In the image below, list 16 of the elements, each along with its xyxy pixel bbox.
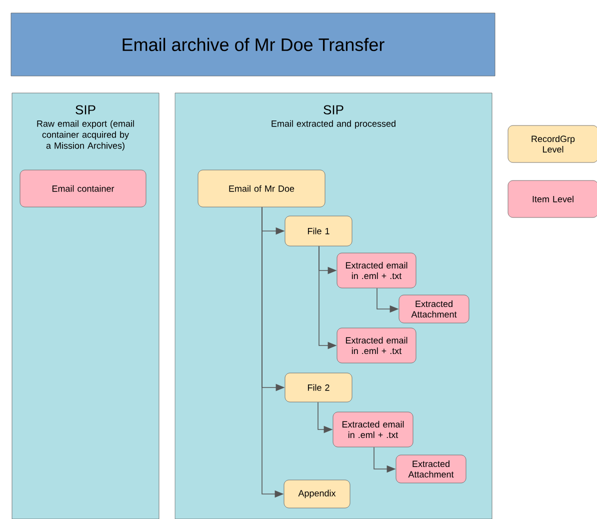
process-box: Extracted Attachment [396, 454, 466, 484]
title-banner: Email archive of Mr Doe Transfer [10, 12, 496, 76]
panel-heading: SIP [76, 105, 96, 114]
process-box: Extracted Attachment [398, 294, 470, 324]
process-box: Extracted email in .eml + .txt [336, 252, 416, 288]
panel-subtitle: Raw email export (email container acquired by a Mission Archives) [37, 120, 134, 151]
process-box: File 1 [284, 216, 352, 246]
process-box: Appendix [284, 480, 350, 508]
process-box: Email of Mr Doe [198, 170, 326, 208]
panel [12, 92, 160, 519]
panel-subtitle: Email extracted and processed [272, 120, 396, 129]
process-box: File 2 [284, 372, 352, 402]
panel-heading: SIP [324, 105, 344, 114]
process-box: Extracted email in .eml + .txt [332, 412, 414, 448]
process-box: Email container [20, 170, 146, 208]
process-box: Extracted email in .eml + .txt [336, 328, 416, 364]
